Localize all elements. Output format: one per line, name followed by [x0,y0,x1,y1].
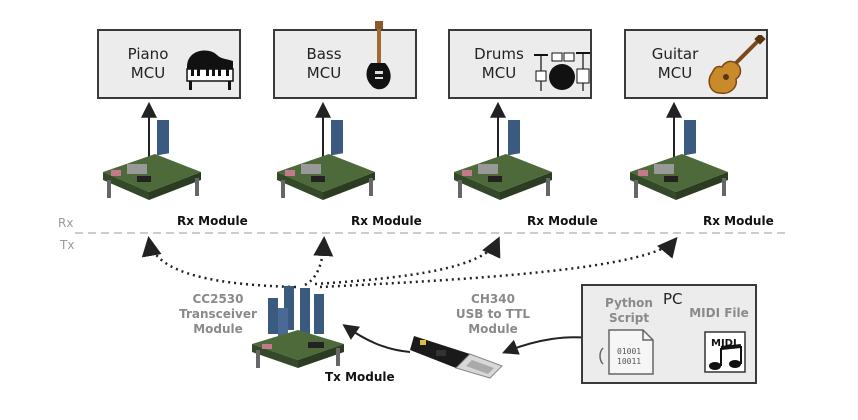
piano-mcu-box: Piano MCU [97,29,241,99]
guitar-mcu-box: Guitar MCU [624,29,768,99]
bass-guitar-icon [366,21,391,90]
pc-title: PC [663,290,683,308]
tx-module-label: Tx Module [325,370,395,384]
rx-board-4 [630,120,728,200]
acoustic-guitar-icon [708,35,766,95]
transceiver-label: CC2530 Transceiver Module [179,292,257,336]
rx-module-label-2: Rx Module [351,214,422,228]
piano-icon [186,50,234,90]
bass-mcu-label: Bass MCU [306,45,342,82]
python-script-label: Python Script [605,296,653,325]
rx-module-label-4: Rx Module [703,214,774,228]
binary-line-1: 01001 [617,347,641,356]
wireless-link-drums [314,236,501,286]
rx-module-label-3: Rx Module [527,214,598,228]
python-script-icon: 01001 10011 [599,329,654,375]
wireless-link-guitar [319,236,678,289]
drum-kit-icon [534,52,590,91]
rx-side-label: Rx [58,216,74,230]
tx-side-label: Tx [60,238,75,252]
midi-file-icon: MIDI [704,331,746,373]
rx-board-3 [454,120,552,200]
wireless-link-piano [141,236,297,289]
binary-line-2: 10011 [617,357,641,366]
midi-file-label: MIDI File [689,306,749,320]
usb-dongle-icon [410,336,503,379]
drums-mcu-label: Drums MCU [474,45,524,82]
arrow-usb-to-tx [342,324,411,353]
drums-mcu-box: Drums MCU [448,29,592,99]
usb-module-label: CH340 USB to TTL Module [455,292,531,336]
pc-box: PC Python Script MIDI File 01001 10011 M… [581,284,757,384]
rx-module-label-1: Rx Module [177,214,248,228]
piano-mcu-label: Piano MCU [127,45,169,82]
bass-mcu-box: Bass MCU [273,21,417,99]
rx-board-1 [103,120,201,200]
rx-board-2 [277,120,375,200]
tx-board [252,286,344,368]
midi-icon-text: MIDI [711,338,737,349]
guitar-mcu-label: Guitar MCU [651,45,699,82]
